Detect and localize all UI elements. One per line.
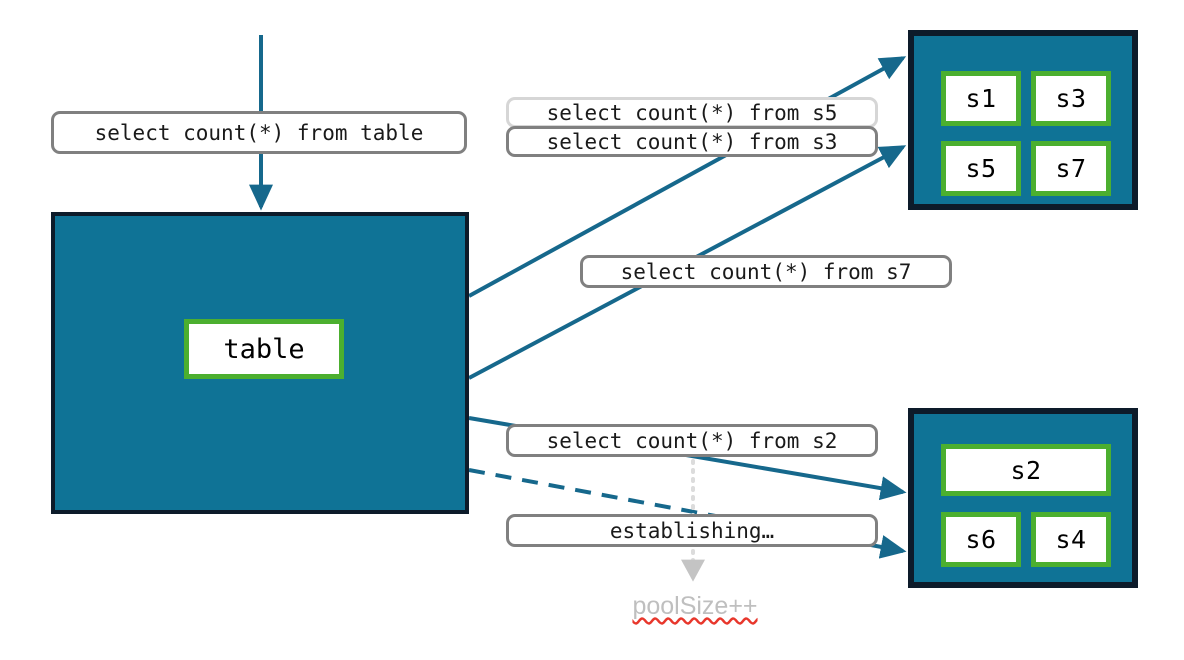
- query-label-s3[interactable]: select count(*) from s3: [506, 126, 878, 157]
- poolsize-annotation-text: poolSize++: [632, 592, 758, 620]
- node-s1[interactable]: s1: [941, 71, 1021, 126]
- query-label-establishing[interactable]: establishing…: [506, 514, 878, 547]
- query-label-s5[interactable]: select count(*) from s5: [506, 97, 878, 128]
- table-node[interactable]: table: [184, 319, 344, 379]
- query-label-s7[interactable]: select count(*) from s7: [580, 255, 952, 288]
- node-s3[interactable]: s3: [1031, 71, 1111, 126]
- top-cluster-box[interactable]: s1 s3 s5 s7: [908, 30, 1138, 210]
- node-s7[interactable]: s7: [1031, 141, 1111, 196]
- query-label-s2[interactable]: select count(*) from s2: [506, 424, 878, 457]
- node-s5[interactable]: s5: [941, 141, 1021, 196]
- query-label-incoming[interactable]: select count(*) from table: [51, 111, 467, 154]
- node-s2[interactable]: s2: [941, 444, 1111, 496]
- node-s4[interactable]: s4: [1031, 512, 1111, 567]
- bottom-cluster-box[interactable]: s2 s6 s4: [908, 408, 1138, 588]
- poolsize-annotation: poolSize++: [560, 592, 830, 621]
- table-container-box[interactable]: table: [51, 212, 469, 514]
- node-s6[interactable]: s6: [941, 512, 1021, 567]
